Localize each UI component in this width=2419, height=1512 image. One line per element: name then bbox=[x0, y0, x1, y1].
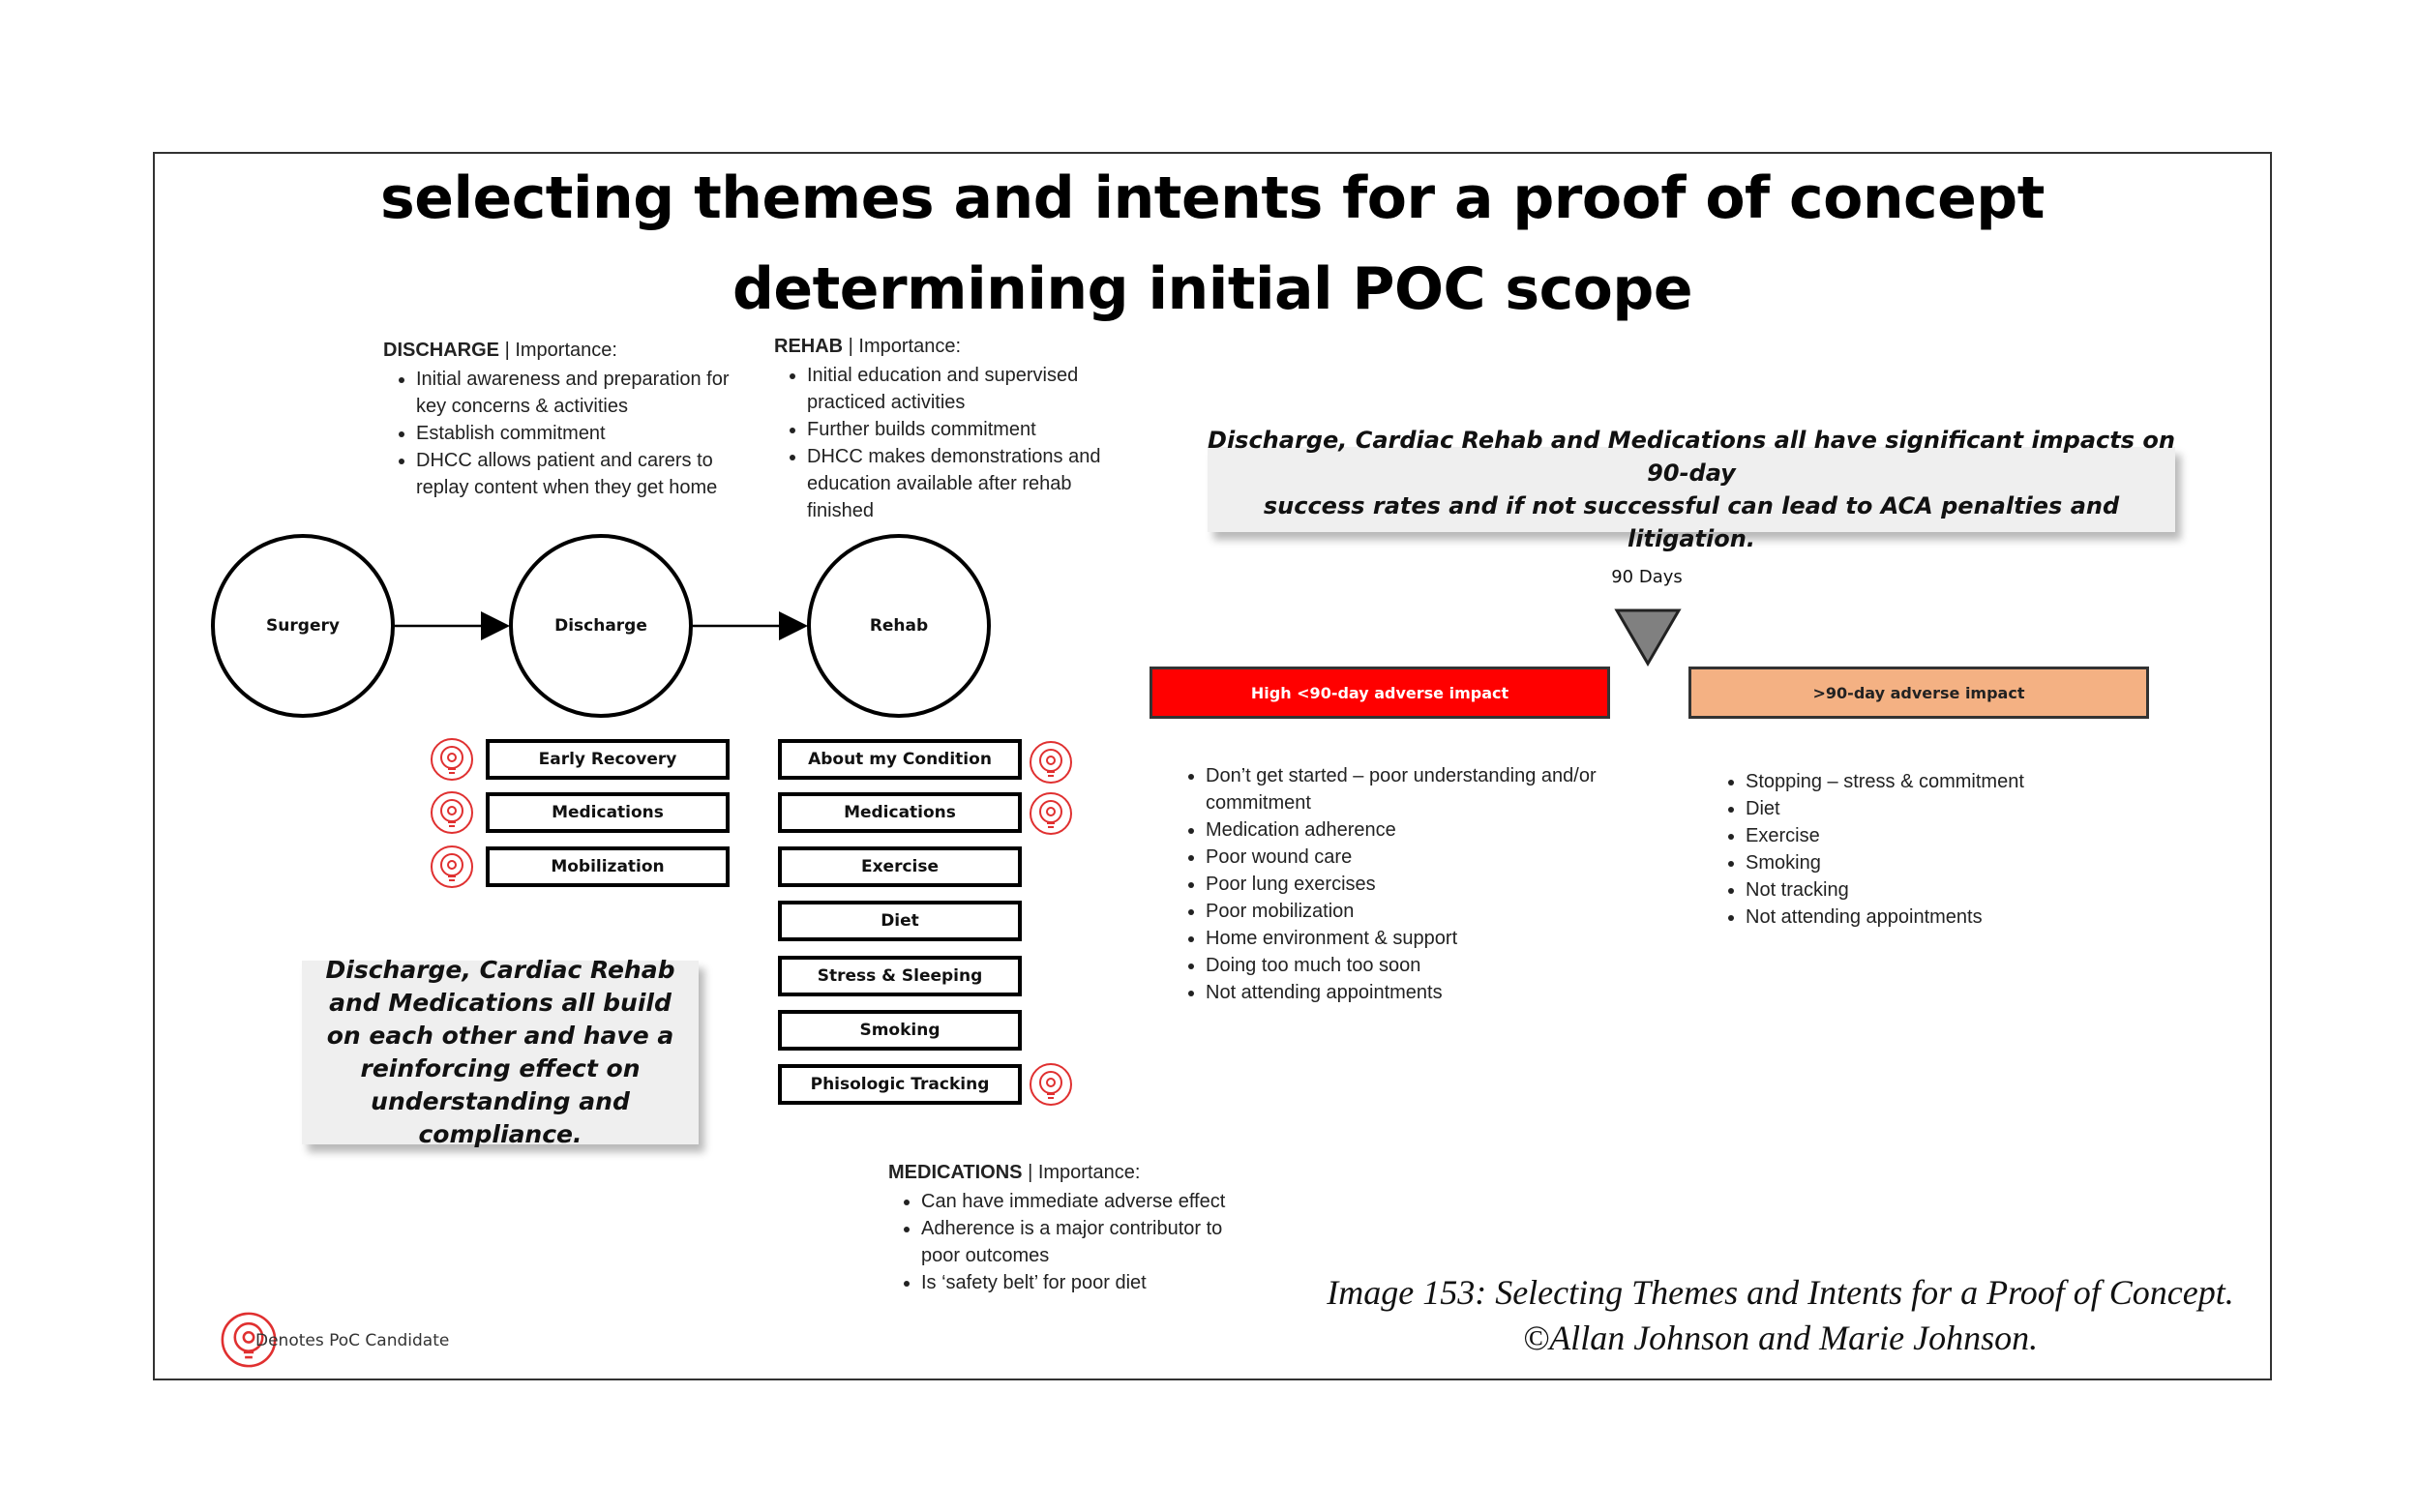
rehab-heading: REHAB bbox=[774, 336, 844, 357]
title-line-1: selecting themes and intents for a proof… bbox=[380, 164, 2045, 232]
list-item: Stopping – stress & commitment bbox=[1746, 768, 2138, 795]
medications-sep: | Importance: bbox=[1022, 1162, 1141, 1183]
title-line-2: determining initial POC scope bbox=[732, 255, 1693, 323]
discharge-box-mobilization: Mobilization bbox=[486, 846, 730, 887]
rehab-box-exercise: Exercise bbox=[778, 846, 1022, 887]
rehab-item: DHCC makes demonstrations and education … bbox=[807, 443, 1142, 524]
discharge-item: Initial awareness and preparation for ke… bbox=[416, 366, 741, 420]
callout-impacts-line-1: Discharge, Cardiac Rehab and Medications… bbox=[1208, 427, 2175, 487]
poc-candidate-icon bbox=[431, 845, 473, 888]
list-item: Poor wound care bbox=[1206, 844, 1598, 871]
discharge-heading: DISCHARGE bbox=[383, 340, 500, 361]
list-item: Don’t get started – poor understanding a… bbox=[1206, 762, 1598, 816]
rehab-box-stress-sleeping: Stress & Sleeping bbox=[778, 956, 1022, 996]
legend-label: Denotes PoC Candidate bbox=[255, 1331, 450, 1350]
rehab-box-phisologic-tracking: Phisologic Tracking bbox=[778, 1064, 1022, 1105]
rehab-box-medications: Medications bbox=[778, 792, 1022, 833]
list-item: Doing too much too soon bbox=[1206, 952, 1598, 979]
poc-candidate-icon bbox=[431, 738, 473, 781]
caption-line-1: Image 153: Selecting Themes and Intents … bbox=[1327, 1273, 2234, 1312]
node-rehab: Rehab bbox=[807, 534, 991, 718]
discharge-box-medications: Medications bbox=[486, 792, 730, 833]
low-impact-bar: >90-day adverse impact bbox=[1688, 667, 2149, 719]
rehab-box-about-my-condition: About my Condition bbox=[778, 739, 1022, 780]
list-item: Poor lung exercises bbox=[1206, 871, 1598, 898]
ninety-days-marker-icon bbox=[1614, 608, 1682, 667]
list-item: Not attending appointments bbox=[1206, 979, 1598, 1006]
rehab-box-smoking: Smoking bbox=[778, 1010, 1022, 1051]
rehab-importance: REHAB | Importance: Initial education an… bbox=[774, 333, 1142, 524]
callout-reinforcing: Discharge, Cardiac Rehab and Medications… bbox=[302, 956, 699, 1148]
poc-candidate-icon bbox=[221, 1312, 277, 1368]
high-impact-label: High <90-day adverse impact bbox=[1250, 683, 1509, 702]
discharge-item: DHCC allows patient and carers to replay… bbox=[416, 447, 741, 501]
rehab-item: Further builds commitment bbox=[807, 416, 1142, 443]
medications-importance: MEDICATIONS | Importance: Can have immed… bbox=[888, 1159, 1246, 1296]
list-item: Not attending appointments bbox=[1746, 904, 2138, 931]
discharge-importance: DISCHARGE | Importance: Initial awarenes… bbox=[383, 337, 741, 501]
caption-line-2: ©Allan Johnson and Marie Johnson. bbox=[1522, 1319, 2039, 1357]
list-item: Medication adherence bbox=[1206, 816, 1598, 844]
discharge-sep: | Importance: bbox=[499, 340, 617, 361]
callout-impacts: Discharge, Cardiac Rehab and Medications… bbox=[1208, 427, 2175, 552]
high-impact-list: Don’t get started – poor understanding a… bbox=[1173, 762, 1598, 1006]
list-item: Smoking bbox=[1746, 849, 2138, 876]
slide-frame bbox=[153, 152, 2272, 1380]
medications-item: Is ‘safety belt’ for poor diet bbox=[921, 1269, 1246, 1296]
discharge-item: Establish commitment bbox=[416, 420, 741, 447]
poc-candidate-icon bbox=[1030, 792, 1072, 835]
rehab-sep: | Importance: bbox=[843, 336, 962, 357]
medications-item: Can have immediate adverse effect bbox=[921, 1188, 1246, 1215]
high-impact-bar: High <90-day adverse impact bbox=[1150, 667, 1610, 719]
low-impact-list: Stopping – stress & commitment Diet Exer… bbox=[1713, 768, 2138, 931]
low-impact-label: >90-day adverse impact bbox=[1812, 683, 2025, 702]
list-item: Poor mobilization bbox=[1206, 898, 1598, 925]
callout-impacts-line-2: success rates and if not successful can … bbox=[1263, 492, 2120, 552]
rehab-item: Initial education and supervised practic… bbox=[807, 362, 1142, 416]
ninety-days-label: 90 Days bbox=[1611, 567, 1683, 587]
node-discharge: Discharge bbox=[509, 534, 693, 718]
node-surgery: Surgery bbox=[211, 534, 395, 718]
list-item: Not tracking bbox=[1746, 876, 2138, 904]
list-item: Home environment & support bbox=[1206, 925, 1598, 952]
poc-candidate-icon bbox=[431, 791, 473, 834]
poc-candidate-icon bbox=[1030, 1063, 1072, 1106]
medications-item: Adherence is a major contributor to poor… bbox=[921, 1215, 1246, 1269]
list-item: Diet bbox=[1746, 795, 2138, 822]
rehab-box-diet: Diet bbox=[778, 901, 1022, 941]
list-item: Exercise bbox=[1746, 822, 2138, 849]
poc-candidate-icon bbox=[1030, 741, 1072, 784]
discharge-box-early-recovery: Early Recovery bbox=[486, 739, 730, 780]
medications-heading: MEDICATIONS bbox=[888, 1162, 1023, 1183]
